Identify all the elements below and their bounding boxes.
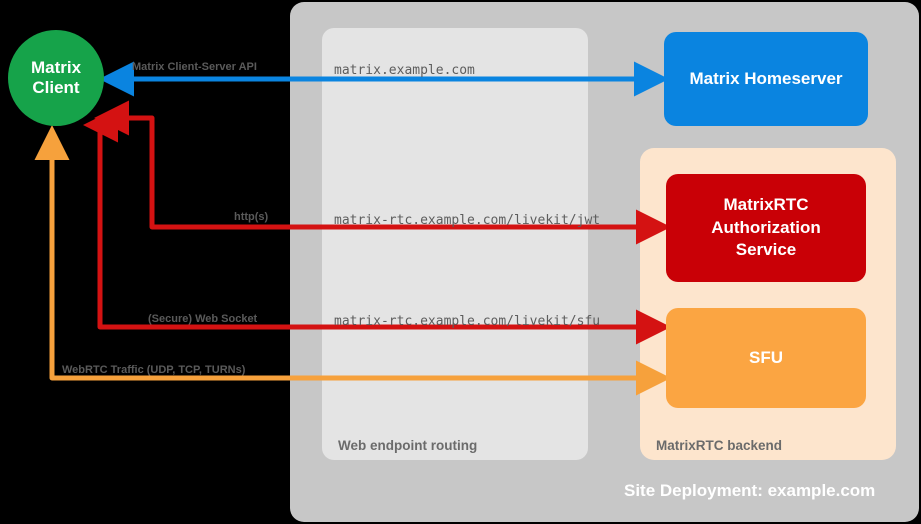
auth-service-line-2: Authorization bbox=[711, 217, 821, 237]
node-matrix-homeserver[interactable]: Matrix Homeserver bbox=[664, 32, 868, 126]
edge-label-https: http(s) bbox=[234, 211, 269, 223]
auth-service-line-1: MatrixRTC bbox=[723, 194, 809, 214]
auth-service-line-3: Service bbox=[735, 240, 797, 260]
endpoint-url-livekit-sfu: matrix-rtc.example.com/livekit/sfu bbox=[334, 314, 601, 329]
node-matrix-client[interactable]: Matrix Client bbox=[8, 30, 104, 126]
edge-label-webrtc-traffic: WebRTC Traffic (UDP, TCP, TURNs) bbox=[62, 364, 246, 376]
edge-label-client-server-api: Matrix Client-Server API bbox=[132, 61, 257, 73]
sfu-label: SFU bbox=[749, 348, 783, 367]
edge-label-web-socket: (Secure) Web Socket bbox=[148, 313, 258, 325]
panel-label-site-deployment: Site Deployment: example.com bbox=[624, 481, 876, 500]
matrix-client-line-2: Client bbox=[32, 78, 80, 97]
endpoint-url-matrix: matrix.example.com bbox=[334, 63, 475, 78]
node-sfu[interactable]: SFU bbox=[666, 308, 866, 408]
endpoint-url-livekit-jwt: matrix-rtc.example.com/livekit/jwt bbox=[334, 213, 601, 228]
panel-label-web-endpoint-routing: Web endpoint routing bbox=[338, 438, 478, 453]
arrow-webrtc-traffic bbox=[34, 125, 672, 396]
matrix-client-line-1: Matrix bbox=[30, 58, 82, 78]
matrix-homeserver-label: Matrix Homeserver bbox=[689, 69, 843, 88]
arrow-https bbox=[94, 100, 672, 245]
panel-label-matrixrtc-backend: MatrixRTC backend bbox=[656, 438, 783, 453]
node-matrixrtc-authorization-service[interactable]: MatrixRTC Authorization Service bbox=[666, 174, 866, 282]
